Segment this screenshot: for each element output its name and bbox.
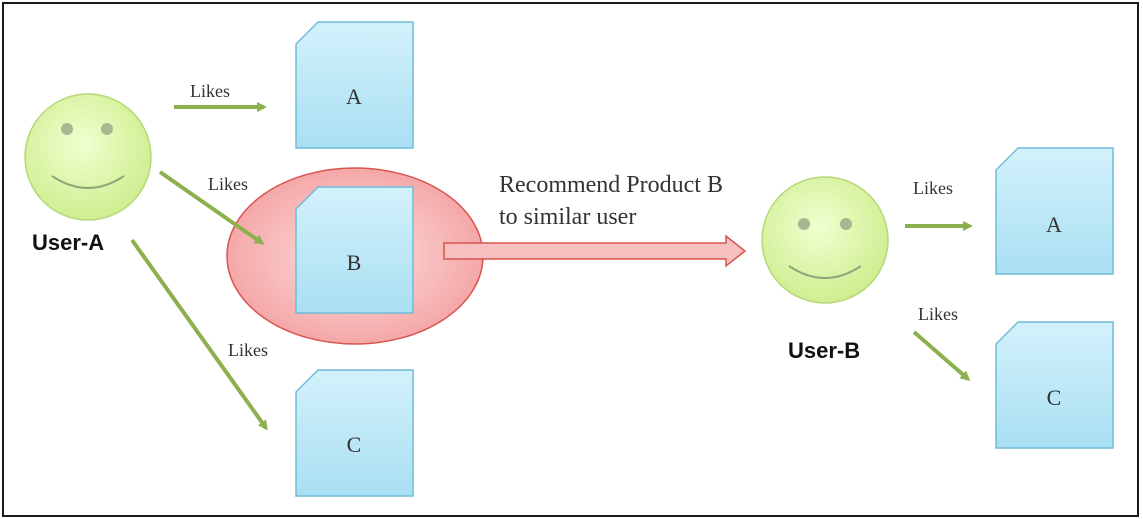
- product-doc-a-right: A: [995, 147, 1114, 275]
- likes-label: Likes: [190, 81, 230, 101]
- likes-label: Likes: [228, 340, 268, 360]
- recommend-arrow: [443, 234, 747, 268]
- likes-arrow-a-to-b: [158, 170, 265, 245]
- recommend-text-line2: to similar user: [499, 204, 636, 230]
- product-label: C: [347, 432, 362, 457]
- user-b-label: User-B: [788, 338, 860, 363]
- user-a-face: [24, 93, 152, 221]
- product-doc-c-left: C: [295, 369, 414, 497]
- product-label: A: [346, 84, 362, 109]
- product-doc-c-right: C: [995, 321, 1114, 449]
- likes-arrow-a-to-c: [130, 238, 268, 431]
- product-label: B: [347, 250, 362, 275]
- product-doc-a-left: A: [295, 21, 414, 149]
- product-doc-b-left: B: [295, 186, 414, 314]
- recommend-text-line1: Recommend Product B: [499, 172, 723, 198]
- likes-label: Likes: [918, 304, 958, 324]
- user-b-face: [761, 176, 889, 304]
- product-label: A: [1046, 212, 1062, 237]
- user-a-label: User-A: [32, 230, 104, 255]
- product-label: C: [1047, 385, 1062, 410]
- likes-label: Likes: [913, 178, 953, 198]
- likes-label: Likes: [208, 174, 248, 194]
- likes-arrow-b-to-c: [912, 330, 971, 381]
